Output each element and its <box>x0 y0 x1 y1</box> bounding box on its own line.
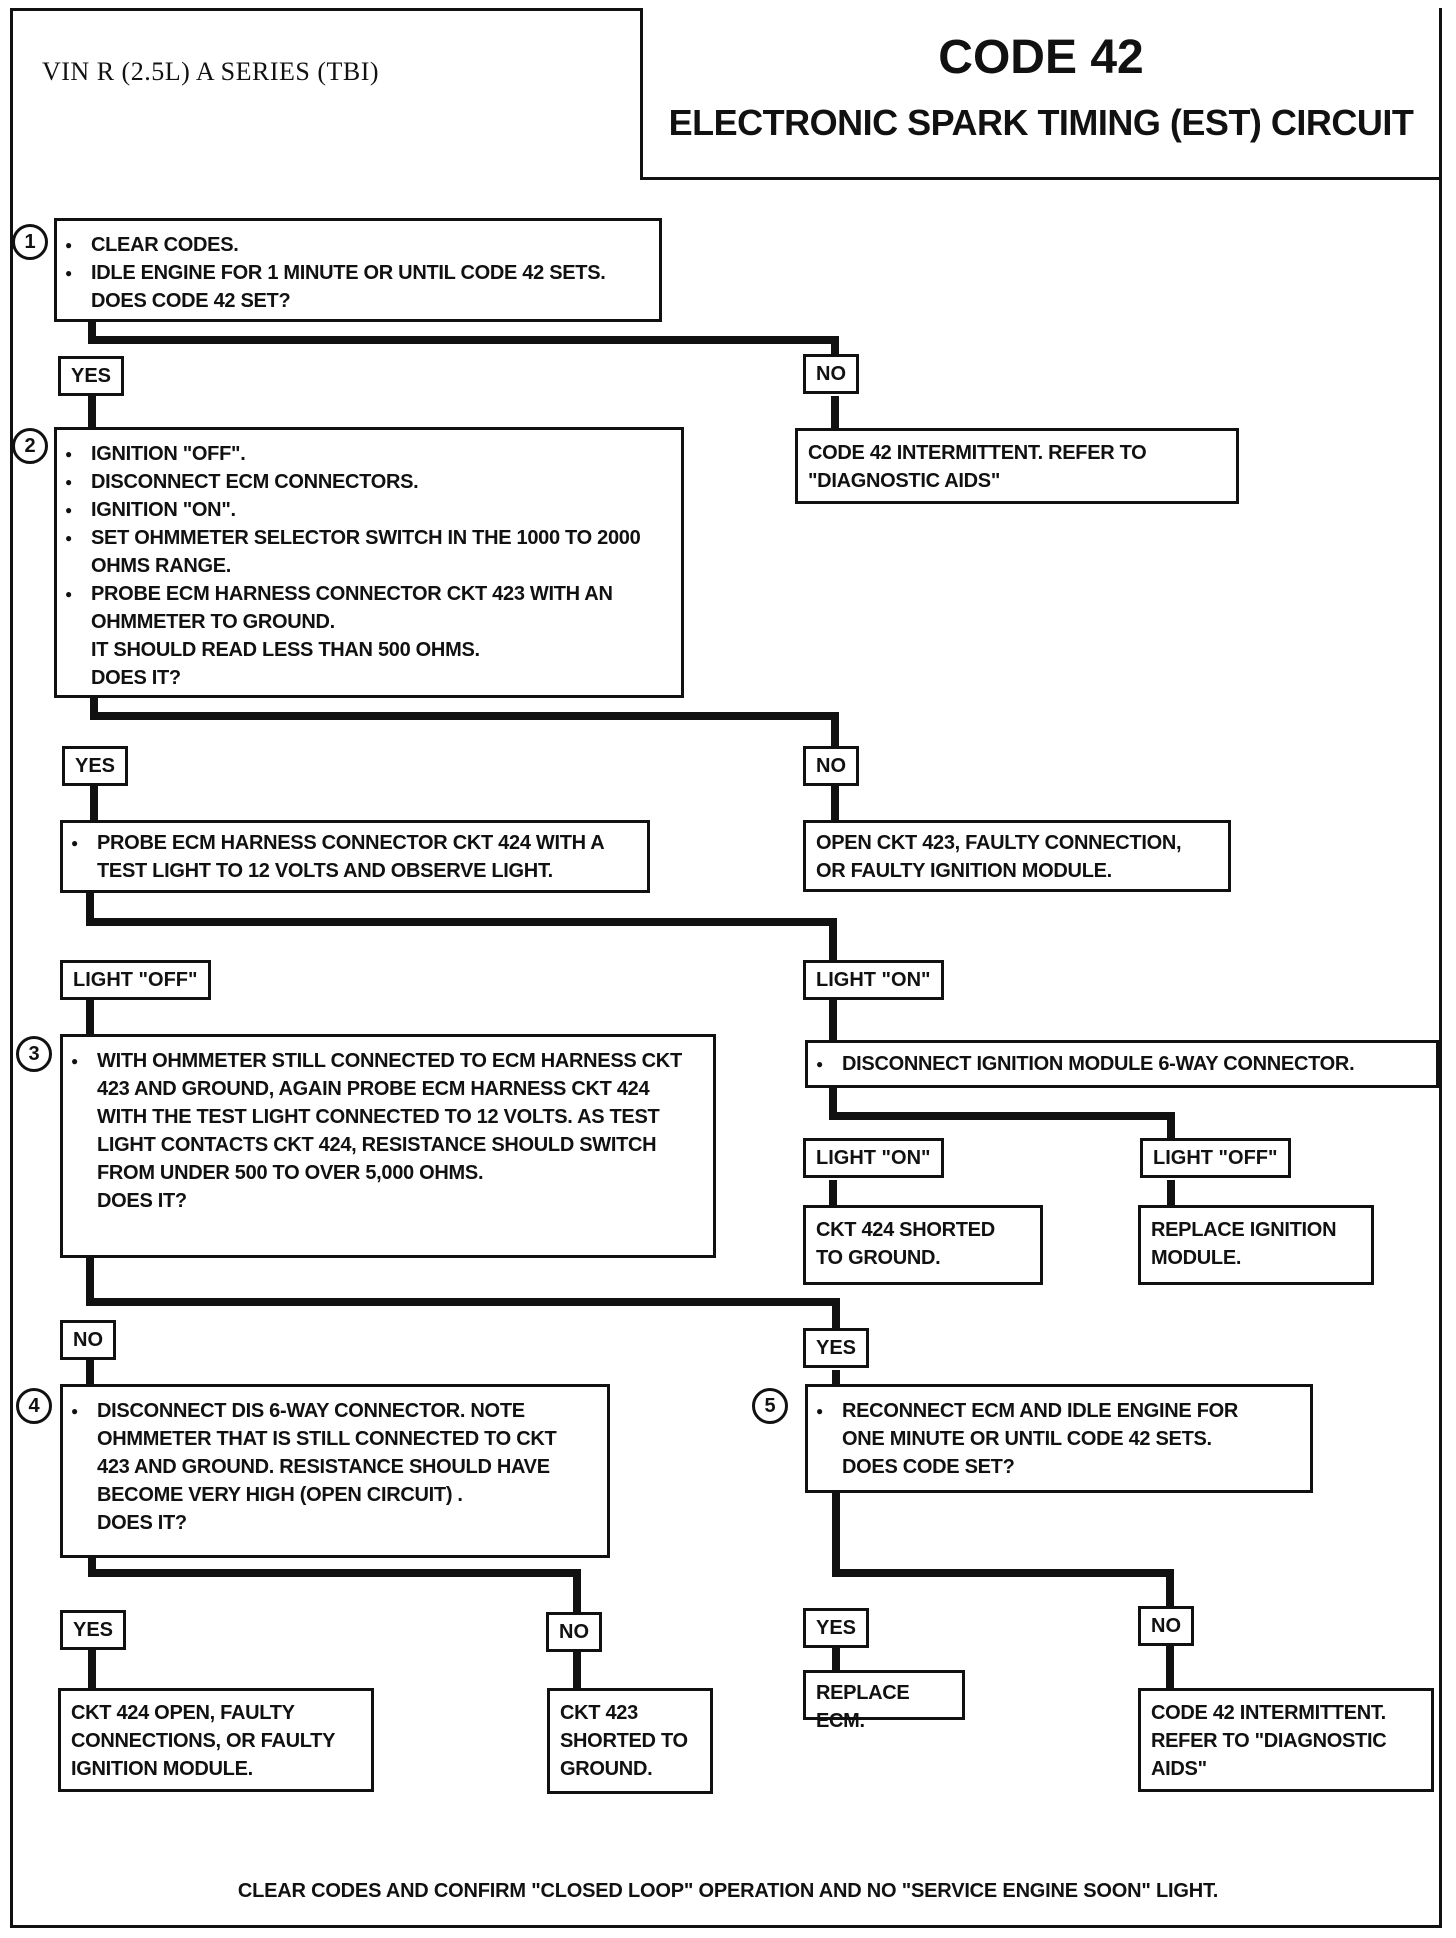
result-line: SHORTED TO <box>560 1730 688 1752</box>
result-line: MODULE. <box>1151 1247 1242 1269</box>
yes-label-4: YES <box>60 1610 127 1650</box>
step-1-marker: 1 <box>12 224 48 260</box>
box2-bullet: IGNITION "ON". <box>57 496 681 524</box>
step-2-marker: 2 <box>12 428 48 464</box>
result-line: CONNECTIONS, OR FAULTY <box>71 1730 336 1752</box>
yes-label-3: YES <box>803 1328 870 1368</box>
result-line: OR FAULTY IGNITION MODULE. <box>816 860 1112 882</box>
result-line: CODE 42 INTERMITTENT. <box>1151 1702 1386 1724</box>
result-replace-ign-module: REPLACE IGNITION MODULE. <box>1138 1205 1374 1285</box>
result-line: REFER TO "DIAGNOSTIC <box>1151 1730 1387 1752</box>
light-on-label-2: LIGHT "ON" <box>803 1138 944 1178</box>
box1-bullet: IDLE ENGINE FOR 1 MINUTE OR UNTIL CODE 4… <box>57 259 659 287</box>
result-ckt423-shorted: CKT 423 SHORTED TO GROUND. <box>547 1688 713 1794</box>
result-line: CKT 424 SHORTED <box>816 1219 995 1241</box>
box2-question: DOES IT? <box>91 667 181 689</box>
result-line: REPLACE ECM. <box>816 1682 910 1732</box>
yes-label-1: YES <box>58 356 125 396</box>
connector-box2-branch <box>90 694 839 750</box>
connector-box4-branch <box>88 1554 581 1614</box>
step-4-marker: 4 <box>16 1388 52 1424</box>
box1-bullet: CLEAR CODES. <box>57 231 659 259</box>
result-line: OPEN CKT 423, FAULTY CONNECTION, <box>816 832 1182 854</box>
box5-question: DOES CODE SET? <box>842 1456 1015 1478</box>
result-line: TO GROUND. <box>816 1247 941 1269</box>
connector-box3-branch <box>86 1254 840 1330</box>
box2-bullet: SET OHMMETER SELECTOR SWITCH IN THE 1000… <box>57 524 681 580</box>
box2-bullet: PROBE ECM HARNESS CONNECTOR CKT 423 WITH… <box>57 580 681 636</box>
no-label-3: NO <box>60 1320 116 1360</box>
step-3-marker: 3 <box>16 1036 52 1072</box>
step-5-marker: 5 <box>752 1388 788 1424</box>
result-replace-ecm: REPLACE ECM. <box>803 1670 965 1732</box>
box-step1: CLEAR CODES. IDLE ENGINE FOR 1 MINUTE OR… <box>54 218 662 322</box>
probe-bullet: PROBE ECM HARNESS CONNECTOR CKT 424 WITH… <box>63 829 647 885</box>
result-ckt424-open: CKT 424 OPEN, FAULTY CONNECTIONS, OR FAU… <box>58 1688 374 1792</box>
result-line: CKT 423 <box>560 1702 638 1724</box>
box4-question: DOES IT? <box>97 1512 187 1534</box>
disconnect-bullet: DISCONNECT IGNITION MODULE 6-WAY CONNECT… <box>808 1050 1436 1078</box>
result-code42-intermittent-2: CODE 42 INTERMITTENT. REFER TO "DIAGNOST… <box>1138 1688 1434 1792</box>
yes-label-5: YES <box>803 1608 870 1648</box>
box2-bullet: IGNITION "OFF". <box>57 440 681 468</box>
result-open-ckt423: OPEN CKT 423, FAULTY CONNECTION, OR FAUL… <box>803 820 1231 892</box>
vin-label: VIN R (2.5L) A SERIES (TBI) <box>42 57 380 86</box>
result-line: CODE 42 INTERMITTENT. REFER TO <box>808 442 1147 464</box>
result-line: REPLACE IGNITION <box>1151 1219 1337 1241</box>
result-code42-intermittent-1: CODE 42 INTERMITTENT. REFER TO "DIAGNOST… <box>795 428 1239 504</box>
no-label-4: NO <box>546 1612 602 1652</box>
code-title: CODE 42 <box>938 31 1144 84</box>
connector-box1-branch <box>88 318 839 360</box>
box3-question: DOES IT? <box>97 1190 187 1212</box>
result-ckt424-shorted: CKT 424 SHORTED TO GROUND. <box>803 1205 1043 1285</box>
light-off-label-2: LIGHT "OFF" <box>1140 1138 1291 1178</box>
title-block: CODE 42 ELECTRONIC SPARK TIMING (EST) CI… <box>640 8 1442 180</box>
box1-question: DOES CODE 42 SET? <box>91 290 291 312</box>
result-line: IGNITION MODULE. <box>71 1758 253 1780</box>
no-label-2: NO <box>803 746 859 786</box>
connector-probe-branch <box>86 889 837 964</box>
box-probe-ckt424: PROBE ECM HARNESS CONNECTOR CKT 424 WITH… <box>60 820 650 893</box>
box-step2: IGNITION "OFF". DISCONNECT ECM CONNECTOR… <box>54 427 684 698</box>
box-step5: RECONNECT ECM AND IDLE ENGINE FOR ONE MI… <box>805 1384 1313 1493</box>
box3-bullet: WITH OHMMETER STILL CONNECTED TO ECM HAR… <box>63 1047 713 1187</box>
box-step3: WITH OHMMETER STILL CONNECTED TO ECM HAR… <box>60 1034 716 1258</box>
yes-label-2: YES <box>62 746 129 786</box>
footer-instruction: CLEAR CODES AND CONFIRM "CLOSED LOOP" OP… <box>237 1880 1219 1902</box>
result-line: CKT 424 OPEN, FAULTY <box>71 1702 295 1724</box>
no-label-5: NO <box>1138 1606 1194 1646</box>
light-on-label-1: LIGHT "ON" <box>803 960 944 1000</box>
result-line: GROUND. <box>560 1758 653 1780</box>
box-disconnect-ign-module: DISCONNECT IGNITION MODULE 6-WAY CONNECT… <box>805 1040 1439 1088</box>
no-label-1: NO <box>803 354 859 394</box>
circuit-title: ELECTRONIC SPARK TIMING (EST) CIRCUIT <box>668 102 1414 143</box>
connector-box5-branch <box>832 1489 1174 1610</box>
box2-question: IT SHOULD READ LESS THAN 500 OHMS. <box>91 639 480 661</box>
box4-bullet: DISCONNECT DIS 6-WAY CONNECTOR. NOTE OHM… <box>63 1397 607 1509</box>
connector-disconnect-branch <box>829 1084 1175 1138</box>
result-line: "DIAGNOSTIC AIDS" <box>808 470 1001 492</box>
box-step4: DISCONNECT DIS 6-WAY CONNECTOR. NOTE OHM… <box>60 1384 610 1558</box>
result-line: AIDS" <box>1151 1758 1207 1780</box>
light-off-label-1: LIGHT "OFF" <box>60 960 211 1000</box>
box2-bullet: DISCONNECT ECM CONNECTORS. <box>57 468 681 496</box>
box5-bullet: RECONNECT ECM AND IDLE ENGINE FOR ONE MI… <box>808 1397 1310 1453</box>
